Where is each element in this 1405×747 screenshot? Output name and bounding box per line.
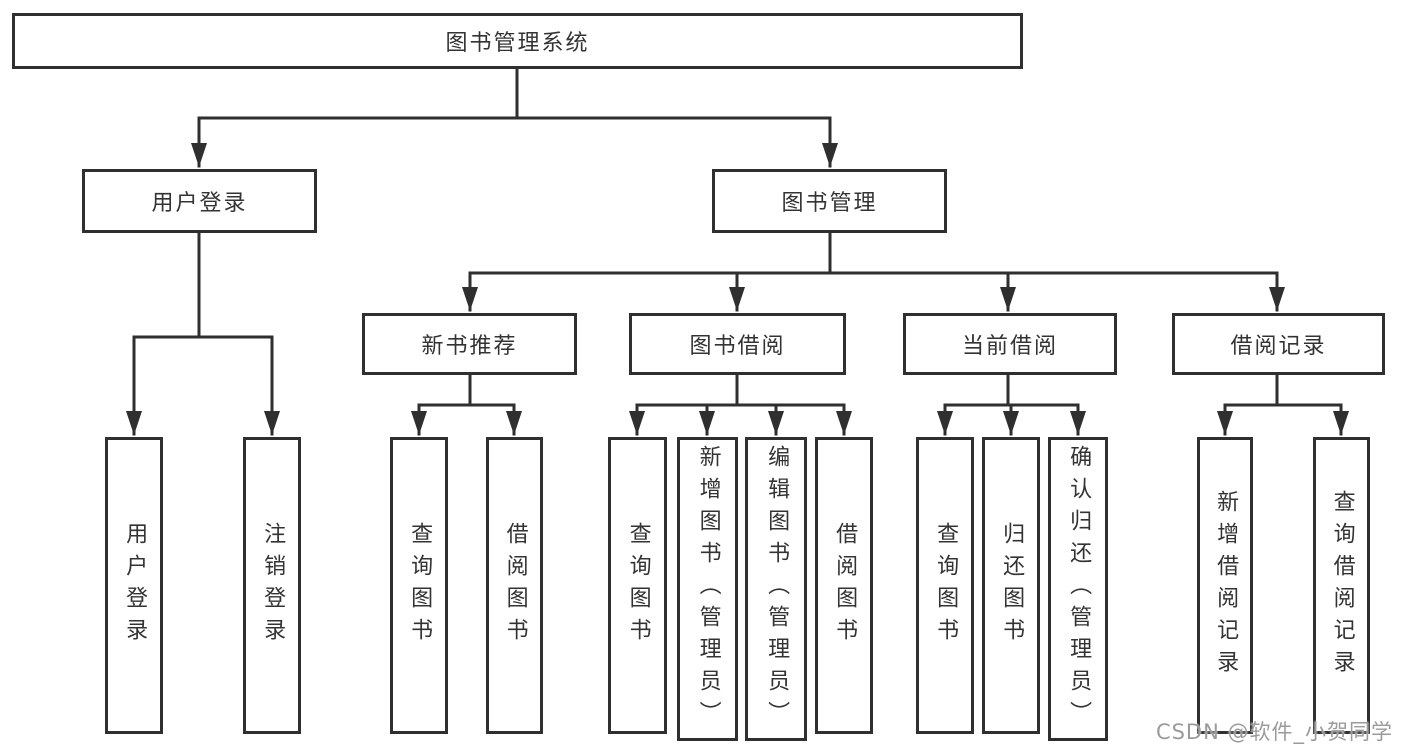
leaf-label: 归还图书 [999,521,1025,650]
leaf-user-login: 用户登录 [105,437,163,734]
leaf-label: 查询图书 [407,521,433,650]
leaf-label: 查询图书 [933,521,959,650]
leaf-confirm-return-admin: 确认归还（管理员） [1048,437,1108,741]
leaf-label: 借阅图书 [502,521,528,650]
leaf-query-books-recommend: 查询图书 [390,437,448,734]
leaf-query-books-current: 查询图书 [916,437,974,734]
node-label: 当前借阅 [961,334,1058,359]
leaf-label: 注销登录 [260,521,286,650]
root-branch [191,66,838,168]
leaf-label: 确认归还（管理员） [1066,445,1092,733]
node-label: 新书推荐 [421,334,518,359]
node-current-borrow: 当前借阅 [903,313,1117,375]
leaf-edit-book-admin: 编辑图书（管理员） [745,437,807,741]
leaf-return-books: 归还图书 [982,437,1040,734]
new-book-branch [411,373,522,436]
node-label: 借阅记录 [1230,334,1327,359]
book-borrow-branch [629,373,852,436]
leaf-label: 编辑图书（管理员） [764,445,790,733]
leaf-label: 新增图书（管理员） [695,445,721,733]
node-new-book-recommend: 新书推荐 [362,313,577,375]
node-user-login: 用户登录 [82,169,317,233]
leaf-borrow-books-recommend: 借阅图书 [486,437,543,734]
leaf-label: 查询图书 [625,521,651,650]
node-label: 图书借阅 [689,334,786,359]
user-login-branch [126,231,280,436]
leaf-query-borrow-record: 查询借阅记录 [1313,437,1370,734]
node-borrow-records: 借阅记录 [1172,313,1385,375]
leaf-add-book-admin: 新增图书（管理员） [677,437,738,741]
node-book-management: 图书管理 [712,169,947,233]
leaf-label: 查询借阅记录 [1329,489,1355,682]
leaf-label: 借阅图书 [832,521,858,650]
leaf-borrow-books: 借阅图书 [815,437,873,734]
node-library-management-system: 图书管理系统 [12,13,1023,69]
leaf-logout-login: 注销登录 [243,437,301,734]
book-management-branch [462,231,1285,312]
leaf-label: 新增借阅记录 [1213,489,1239,682]
csdn-watermark: CSDN @软件_小贺同学 [1155,720,1393,744]
leaf-query-books-borrow: 查询图书 [608,437,667,734]
borrow-records-branch [1217,373,1349,436]
node-label: 图书管理系统 [445,31,590,56]
current-borrow-branch [937,373,1086,436]
leaf-add-borrow-record: 新增借阅记录 [1197,437,1253,734]
node-label: 用户登录 [151,191,248,216]
leaf-label: 用户登录 [122,521,148,650]
node-label: 图书管理 [781,191,878,216]
node-book-borrow: 图书借阅 [629,313,846,375]
